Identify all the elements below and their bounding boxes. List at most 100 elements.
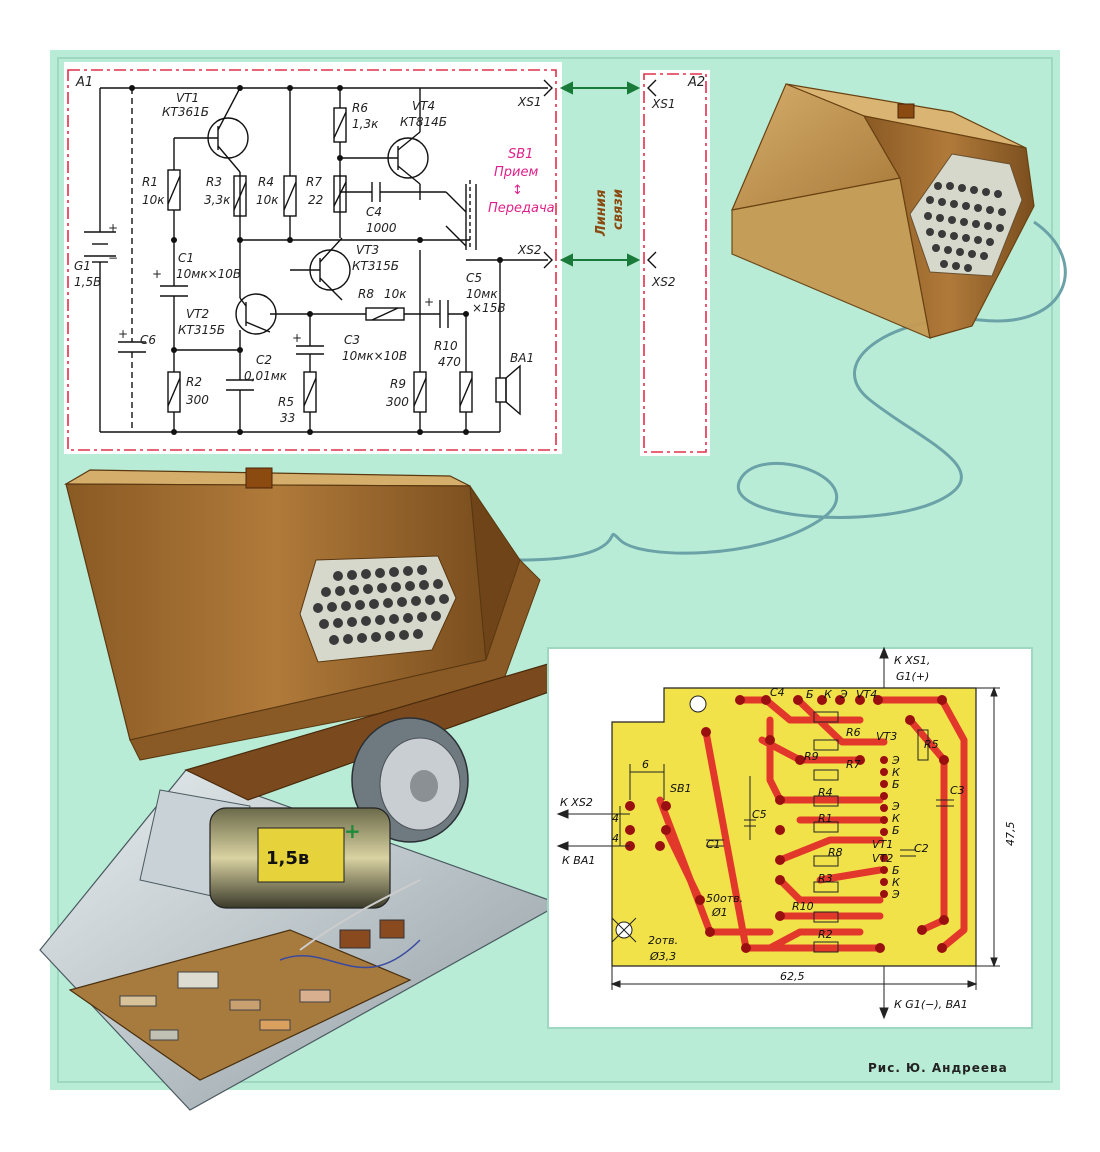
pcb-dim-6: 6	[642, 758, 649, 771]
r9-value: 300	[386, 395, 409, 409]
pcb-label-r1: R1	[818, 812, 833, 825]
pcb-label-sb1: SB1	[670, 782, 692, 795]
pcb-dim-height: 47,5	[1004, 822, 1017, 847]
pcb-pin-k1: К	[824, 688, 833, 701]
c3-label: C3	[344, 333, 360, 347]
pcb-label-vt2: VT2	[872, 852, 893, 865]
r7-label: R7	[306, 175, 322, 189]
r4-value: 10к	[256, 193, 279, 207]
pcb-note-left-1: К XS2	[560, 796, 593, 809]
schematic: A1 A2 XS1 XS2 XS1 XS2 Линия связи SB1 Пр…	[64, 62, 710, 456]
pcb-label-c4: C4	[770, 686, 785, 699]
pcb-label-vt4: VT4	[856, 688, 877, 701]
ba1-label: BA1	[510, 351, 534, 365]
r5-value: 33	[280, 411, 295, 425]
remote-button	[897, 103, 915, 119]
vt4-type: КТ814Б	[400, 115, 447, 129]
pcb-label-r5: R5	[924, 738, 939, 751]
line-label-2: связи	[611, 189, 626, 230]
c1-label: C1	[178, 251, 194, 265]
schematic-panel	[64, 62, 562, 454]
sb1-transmit-label: Передача	[488, 201, 555, 216]
r8-value: 10к	[384, 287, 407, 301]
xs2-label: XS2	[517, 243, 541, 257]
line-label-1: Линия	[594, 190, 609, 237]
pcb-pin-k-a: К	[892, 812, 901, 825]
pcb-component-outlines	[706, 711, 954, 953]
pcb-pin-k-b: К	[892, 876, 901, 889]
pcb-label-c2: C2	[914, 842, 929, 855]
a2-xs1-label: XS1	[651, 97, 675, 111]
pcb-dim-width: 62,5	[780, 970, 805, 983]
r10-label: R10	[434, 339, 458, 353]
pcb-pin-e-a: Э	[891, 800, 900, 813]
pcb-label-r9: R9	[804, 750, 819, 763]
c4-label: C4	[366, 205, 382, 219]
pcb-label-c5: C5	[752, 808, 767, 821]
pcb-pin-b-a: Б	[892, 824, 900, 837]
c3-plus: +	[292, 331, 302, 345]
pcb-label-c3: C3	[950, 784, 965, 797]
vt2-type: КТ315Б	[178, 323, 225, 337]
pcb-mount-note-2: Ø3,3	[649, 950, 676, 963]
vt3-type: КТ315Б	[352, 259, 399, 273]
pcb-pin-e3: Э	[891, 754, 900, 767]
pcb-pin-k3: К	[892, 766, 901, 779]
pcb-label-c1: C1	[706, 838, 721, 851]
pcb-label-r4: R4	[818, 786, 833, 799]
r4-label: R4	[258, 175, 274, 189]
block-a1-frame	[67, 69, 557, 451]
vt2-label: VT2	[186, 307, 209, 321]
main-speaker-grille	[313, 565, 449, 645]
sb1-receive-label: Прием	[494, 165, 538, 180]
r7-value: 22	[308, 193, 323, 207]
xs1-label: XS1	[517, 95, 541, 109]
remote-speaker-grille	[924, 182, 1006, 272]
c6-plus: +	[118, 327, 128, 341]
r2-label: R2	[186, 375, 202, 389]
sb1-label: SB1	[508, 147, 533, 162]
pcb-parts	[119, 919, 405, 1041]
pcb-pin-b1: Б	[806, 688, 814, 701]
r6-value: 1,3к	[352, 117, 379, 131]
pcb-dim-4a: 4	[612, 812, 619, 825]
c2-value: 0,01мк	[244, 369, 288, 383]
main-button	[245, 467, 273, 489]
r6-label: R6	[352, 101, 368, 115]
pcb-label-r6: R6	[846, 726, 861, 739]
pcb-holes-note-2: Ø1	[711, 906, 728, 919]
c4-value: 1000	[366, 221, 397, 235]
r3-value: 3,3к	[204, 193, 231, 207]
a2-xs2-label: XS2	[651, 275, 675, 289]
mount-hole	[689, 695, 707, 713]
pcb-pin-e-b: Э	[891, 888, 900, 901]
pcb-note-top-1: К XS1,	[894, 654, 930, 667]
r2-value: 300	[186, 393, 209, 407]
c5-value-2: ×15В	[472, 301, 506, 315]
remote-unit-box	[731, 83, 1035, 339]
pcb-dimensions	[556, 646, 1000, 1020]
pcb-traces	[656, 696, 968, 952]
r5-label: R5	[278, 395, 294, 409]
pcb-label-vt3: VT3	[876, 730, 897, 743]
block-a2-frame	[643, 73, 707, 453]
c5-label: C5	[466, 271, 482, 285]
pcb-label-r10: R10	[792, 900, 814, 913]
g1-minus: −	[108, 251, 118, 265]
pcb-note-left-2: К ВА1	[562, 854, 595, 867]
battery-label: 1,5в	[266, 848, 309, 869]
c1-value: 10мк×10В	[176, 267, 241, 281]
main-unit-box	[63, 467, 541, 761]
vt1-label: VT1	[176, 91, 199, 105]
pcb-pin-b-b: Б	[892, 864, 900, 877]
c1-plus: +	[152, 267, 162, 281]
r3-label: R3	[206, 175, 222, 189]
open-unit-interior: 1,5в +	[39, 663, 562, 1111]
pcb-holes-note-1: 50отв.	[706, 892, 743, 905]
pcb-label-r3: R3	[818, 872, 833, 885]
pcb-pin-b3: Б	[892, 778, 900, 791]
vt4-label: VT4	[412, 99, 435, 113]
pcb-pads	[625, 695, 949, 953]
illustration-credit: Рис. Ю. Андреева	[868, 1061, 1008, 1075]
pcb-label-vt1: VT1	[872, 838, 893, 851]
